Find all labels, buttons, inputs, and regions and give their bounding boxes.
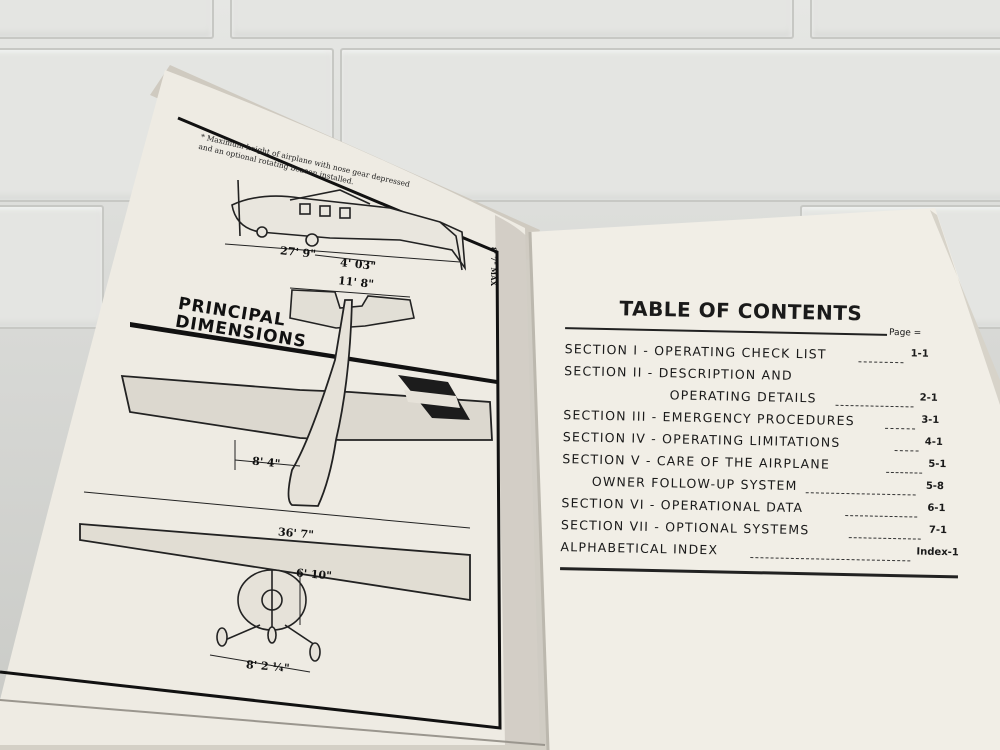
toc-page-5-1: 5-1 [928,458,947,471]
toc-page-4-1: 4-1 [924,436,943,449]
toc-row-section-1: SECTION I - OPERATING CHECK LIST [564,341,827,362]
toc-page-7-1: 7-1 [928,524,948,537]
toc-top-rule [565,327,888,336]
toc-row-alphabetical-index: ALPHABETICAL INDEX [560,539,719,558]
toc-page-index-1: Index-1 [916,546,959,559]
toc-page-3-1: 3-1 [921,414,940,426]
toc-row-section-2: SECTION II - DESCRIPTION AND [564,363,793,383]
toc-page-6-1: 6-1 [927,502,946,515]
wall-tile [230,0,794,39]
toc-row-section-3: SECTION III - EMERGENCY PROCEDURES [563,407,856,429]
wall-tile [810,0,1000,39]
wall-tile [340,48,1000,202]
toc-page-2-1: 2-1 [919,392,938,404]
table-of-contents: TABLE OF CONTENTS Page = SECTION I - OPE… [553,285,990,614]
toc-leader [894,450,919,452]
wall-tile [0,205,104,329]
toc-leader [835,404,914,408]
toc-row-section-6: SECTION VI - OPERATIONAL DATA [561,495,804,516]
toc-title: TABLE OF CONTENTS [619,296,863,326]
logo-badge [398,375,470,420]
toc-leader [858,361,904,364]
toc-leader [885,427,916,430]
toc-row-operating-details: OPERATING DETAILS [669,387,817,406]
toc-leader [750,557,911,562]
toc-leader [886,471,923,474]
toc-leader [848,537,921,540]
toc-page-1-1: 1-1 [910,348,929,360]
toc-leader [845,515,918,518]
toc-page-header: Page = [888,327,922,339]
toc-page-5-8: 5-8 [925,480,945,493]
wall-tile [0,0,214,39]
toc-leader [805,492,916,496]
toc-row-owner-follow-up: OWNER FOLLOW-UP SYSTEM [591,473,798,494]
toc-row-section-4: SECTION IV - OPERATING LIMITATIONS [562,429,841,450]
toc-row-section-7: SECTION VII - OPTIONAL SYSTEMS [560,517,810,538]
toc-bottom-rule [560,567,959,579]
toc-row-section-5: SECTION V - CARE OF THE AIRPLANE [562,451,831,472]
